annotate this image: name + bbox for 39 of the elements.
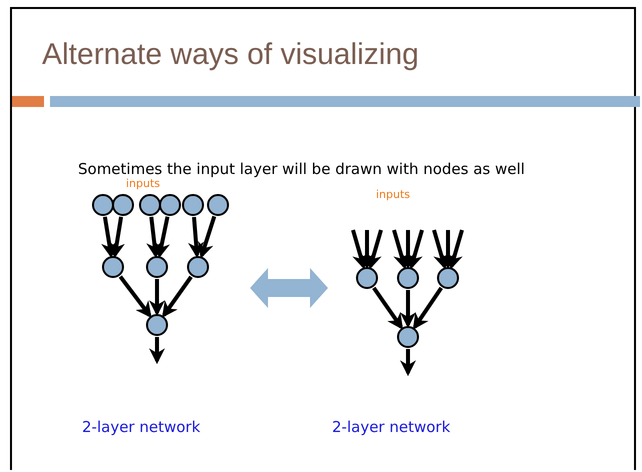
neuron-circle xyxy=(112,194,134,216)
arrow xyxy=(400,349,416,376)
arrow xyxy=(351,229,368,270)
neuron-circle xyxy=(146,256,168,278)
arrow xyxy=(447,229,464,270)
arrow xyxy=(372,286,404,330)
slide-title: Alternate ways of visualizing xyxy=(42,38,419,72)
neuron-circle xyxy=(397,326,419,348)
neuron-circle xyxy=(182,194,204,216)
subtitle-text: Sometimes the input layer will be drawn with nodes as well xyxy=(78,160,525,178)
inputs-label: inputs xyxy=(126,177,160,190)
inputs-label: inputs xyxy=(376,188,410,201)
arrow xyxy=(432,229,449,270)
arrow xyxy=(198,216,216,259)
neuron-circle xyxy=(159,194,181,216)
neuron-circle xyxy=(356,267,378,289)
arrow xyxy=(400,290,416,328)
neuron-circle xyxy=(437,267,459,289)
network-caption: 2-layer network xyxy=(332,418,450,436)
arrow xyxy=(118,275,152,318)
arrow xyxy=(146,216,162,258)
network-caption: 2-layer network xyxy=(82,418,200,436)
arrow xyxy=(154,216,170,258)
arrow xyxy=(366,229,383,270)
neuron-circle xyxy=(139,194,161,216)
neuron-circle xyxy=(146,314,168,336)
arrow xyxy=(149,279,165,316)
neuron-circle xyxy=(397,267,419,289)
neuron-circle xyxy=(207,194,229,216)
arrow xyxy=(392,229,409,270)
arrow xyxy=(162,276,193,318)
neuron-circle xyxy=(102,256,124,278)
arrow xyxy=(412,286,443,330)
neuron-circle xyxy=(187,256,209,278)
arrow xyxy=(101,216,117,258)
neuron-circle xyxy=(92,194,114,216)
arrow xyxy=(188,216,204,258)
arrow xyxy=(109,216,125,258)
arrow xyxy=(149,337,165,364)
